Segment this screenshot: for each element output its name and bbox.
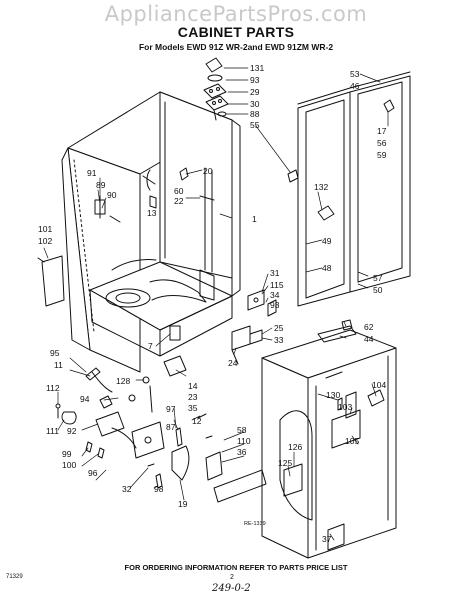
part-number-labels: 131 93 29 30 88 55 53 46 17 56 59 132 49… bbox=[38, 63, 387, 544]
label-33: 33 bbox=[274, 335, 284, 345]
leader-lines bbox=[43, 67, 389, 541]
label-20: 20 bbox=[203, 166, 213, 176]
label-112: 112 bbox=[46, 383, 60, 393]
label-53: 53 bbox=[350, 69, 360, 79]
label-1: 1 bbox=[252, 214, 257, 224]
label-49: 49 bbox=[322, 236, 332, 246]
label-130: 130 bbox=[326, 390, 340, 400]
label-25: 25 bbox=[274, 323, 284, 333]
label-99: 99 bbox=[62, 449, 72, 459]
label-132: 132 bbox=[314, 182, 328, 192]
hinge-bracket-right bbox=[231, 289, 277, 365]
label-131: 131 bbox=[250, 63, 264, 73]
lower-left-parts bbox=[55, 367, 137, 459]
label-13: 13 bbox=[147, 208, 157, 218]
label-105: 105 bbox=[345, 436, 359, 446]
label-50: 50 bbox=[373, 285, 383, 295]
drawing-reference: RE-1339 bbox=[244, 521, 266, 527]
label-98: 98 bbox=[154, 484, 164, 494]
label-87: 87 bbox=[166, 422, 176, 432]
center-electrical-parts bbox=[131, 355, 267, 503]
label-125: 125 bbox=[278, 458, 292, 468]
label-30: 30 bbox=[250, 99, 260, 109]
label-55: 55 bbox=[250, 120, 260, 130]
handwritten-note: 249-0-2 bbox=[212, 583, 251, 594]
label-34: 34 bbox=[270, 290, 280, 300]
label-96: 96 bbox=[88, 468, 98, 478]
page-title: CABINET PARTS bbox=[177, 24, 295, 40]
label-93-right: 93 bbox=[270, 300, 280, 310]
label-59: 59 bbox=[377, 150, 387, 160]
label-60: 60 bbox=[174, 186, 184, 196]
label-36: 36 bbox=[237, 447, 247, 457]
label-48: 48 bbox=[322, 263, 332, 273]
label-93-top: 93 bbox=[250, 75, 260, 85]
label-31: 31 bbox=[270, 268, 280, 278]
label-37: 37 bbox=[322, 534, 332, 544]
page-number: 2 bbox=[230, 574, 234, 581]
label-23: 23 bbox=[188, 392, 198, 402]
label-94: 94 bbox=[80, 394, 90, 404]
label-115: 115 bbox=[270, 280, 284, 290]
label-102: 102 bbox=[38, 236, 52, 246]
model-subtitle: For Models EWD 91Z WR-2and EWD 91ZM WR-2 bbox=[138, 42, 334, 52]
label-46: 46 bbox=[350, 81, 360, 91]
label-24: 24 bbox=[228, 358, 238, 368]
label-88: 88 bbox=[250, 109, 260, 119]
label-35: 35 bbox=[188, 403, 198, 413]
label-57: 57 bbox=[373, 273, 383, 283]
label-90: 90 bbox=[107, 190, 117, 200]
label-19: 19 bbox=[178, 499, 188, 509]
cabinet-shell bbox=[61, 91, 241, 373]
part-55 bbox=[287, 169, 299, 183]
label-110: 110 bbox=[237, 436, 251, 446]
catalog-code: 71329 bbox=[6, 574, 23, 580]
label-32: 32 bbox=[122, 484, 132, 494]
label-58: 58 bbox=[237, 425, 247, 435]
label-7: 7 bbox=[148, 341, 153, 351]
ordering-note: FOR ORDERING INFORMATION REFER TO PARTS … bbox=[124, 563, 348, 572]
label-89: 89 bbox=[96, 180, 106, 190]
label-92: 92 bbox=[67, 426, 77, 436]
liner-assembly bbox=[261, 319, 397, 559]
label-100: 100 bbox=[62, 460, 76, 470]
label-12: 12 bbox=[192, 416, 202, 426]
label-22: 22 bbox=[174, 196, 184, 206]
label-95: 95 bbox=[50, 348, 60, 358]
label-29: 29 bbox=[250, 87, 260, 97]
label-97: 97 bbox=[166, 404, 176, 414]
label-111: 111 bbox=[46, 426, 59, 436]
label-11: 11 bbox=[54, 360, 63, 370]
label-56: 56 bbox=[377, 138, 387, 148]
label-126: 126 bbox=[288, 442, 302, 452]
label-128: 128 bbox=[116, 376, 130, 386]
label-14: 14 bbox=[188, 381, 198, 391]
label-17: 17 bbox=[377, 126, 387, 136]
label-104: 104 bbox=[372, 380, 386, 390]
label-44: 44 bbox=[364, 334, 374, 344]
door-breaker-frames bbox=[297, 71, 411, 307]
label-103: 103 bbox=[338, 402, 352, 412]
watermark: AppliancePartsPros.com bbox=[104, 2, 368, 26]
label-91: 91 bbox=[87, 168, 97, 178]
label-101: 101 bbox=[38, 224, 52, 234]
label-62: 62 bbox=[364, 322, 374, 332]
